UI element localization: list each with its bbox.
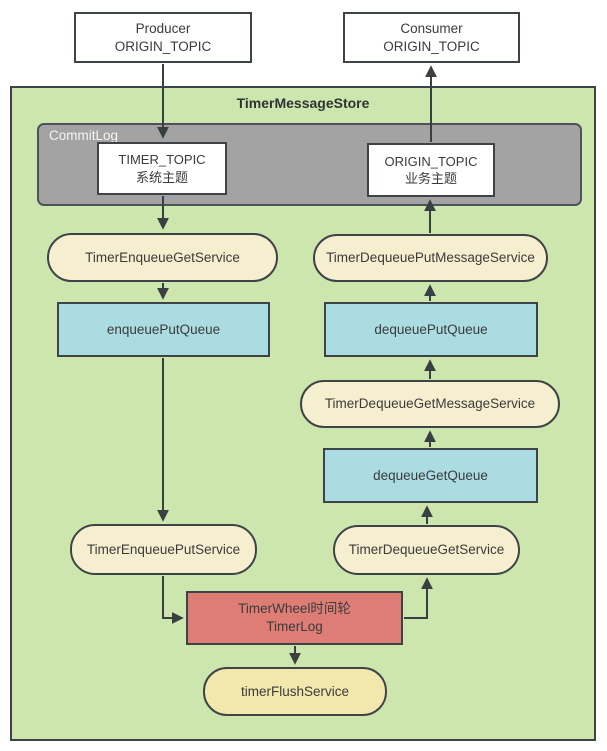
- timer-flush-service-node: timerFlushService: [203, 667, 387, 716]
- timer-flush-service-label: timerFlushService: [240, 683, 350, 699]
- timer-topic-name: TIMER_TOPIC: [118, 152, 206, 168]
- dequeue-get-queue-node: dequeueGetQueue: [323, 448, 538, 503]
- timer-dequeue-get-service-label: TimerDequeueGetService: [348, 542, 505, 558]
- timer-wheel-node: TimerWheel时间轮 TimerLog: [186, 591, 403, 645]
- enqueue-put-queue-node: enqueuePutQueue: [57, 302, 270, 357]
- timer-wheel-label: TimerWheel时间轮: [238, 601, 351, 617]
- producer-topic-label: ORIGIN_TOPIC: [114, 38, 212, 54]
- dequeue-get-queue-label: dequeueGetQueue: [373, 467, 488, 483]
- timer-enqueue-put-service-label: TimerEnqueuePutService: [86, 541, 241, 557]
- timer-enqueue-get-service-label: TimerEnqueueGetService: [85, 249, 240, 265]
- timer-enqueue-get-service-node: TimerEnqueueGetService: [47, 233, 278, 282]
- timer-dequeue-get-message-service-node: TimerDequeueGetMessageService: [300, 380, 560, 428]
- enqueue-put-queue-label: enqueuePutQueue: [106, 321, 221, 337]
- consumer-label: Consumer: [400, 20, 463, 36]
- producer-label: Producer: [135, 20, 191, 36]
- dequeue-put-queue-node: dequeuePutQueue: [324, 302, 538, 357]
- timer-message-store-title: TimerMessageStore: [236, 95, 370, 111]
- timer-dequeue-put-message-service-node: TimerDequeuePutMessageService: [313, 234, 548, 282]
- timer-dequeue-put-message-service-label: TimerDequeuePutMessageService: [326, 250, 535, 266]
- origin-topic-node: ORIGIN_TOPIC 业务主题: [367, 143, 495, 197]
- timer-dequeue-get-service-node: TimerDequeueGetService: [333, 525, 520, 575]
- commitlog-label: CommitLog: [49, 128, 119, 143]
- producer-node: Producer ORIGIN_TOPIC: [74, 12, 252, 63]
- timer-enqueue-put-service-node: TimerEnqueuePutService: [70, 524, 257, 575]
- origin-topic-name: ORIGIN_TOPIC: [384, 153, 478, 169]
- timer-dequeue-get-message-service-label: TimerDequeueGetMessageService: [324, 396, 536, 412]
- origin-topic-cn-label: 业务主题: [404, 171, 457, 186]
- dequeue-put-queue-label: dequeuePutQueue: [374, 321, 488, 337]
- timer-topic-cn-label: 系统主题: [135, 169, 188, 185]
- timer-log-label: TimerLog: [266, 619, 323, 634]
- consumer-topic-label: ORIGIN_TOPIC: [383, 38, 480, 54]
- consumer-node: Consumer ORIGIN_TOPIC: [343, 12, 520, 63]
- timer-topic-node: TIMER_TOPIC 系统主题: [97, 142, 227, 195]
